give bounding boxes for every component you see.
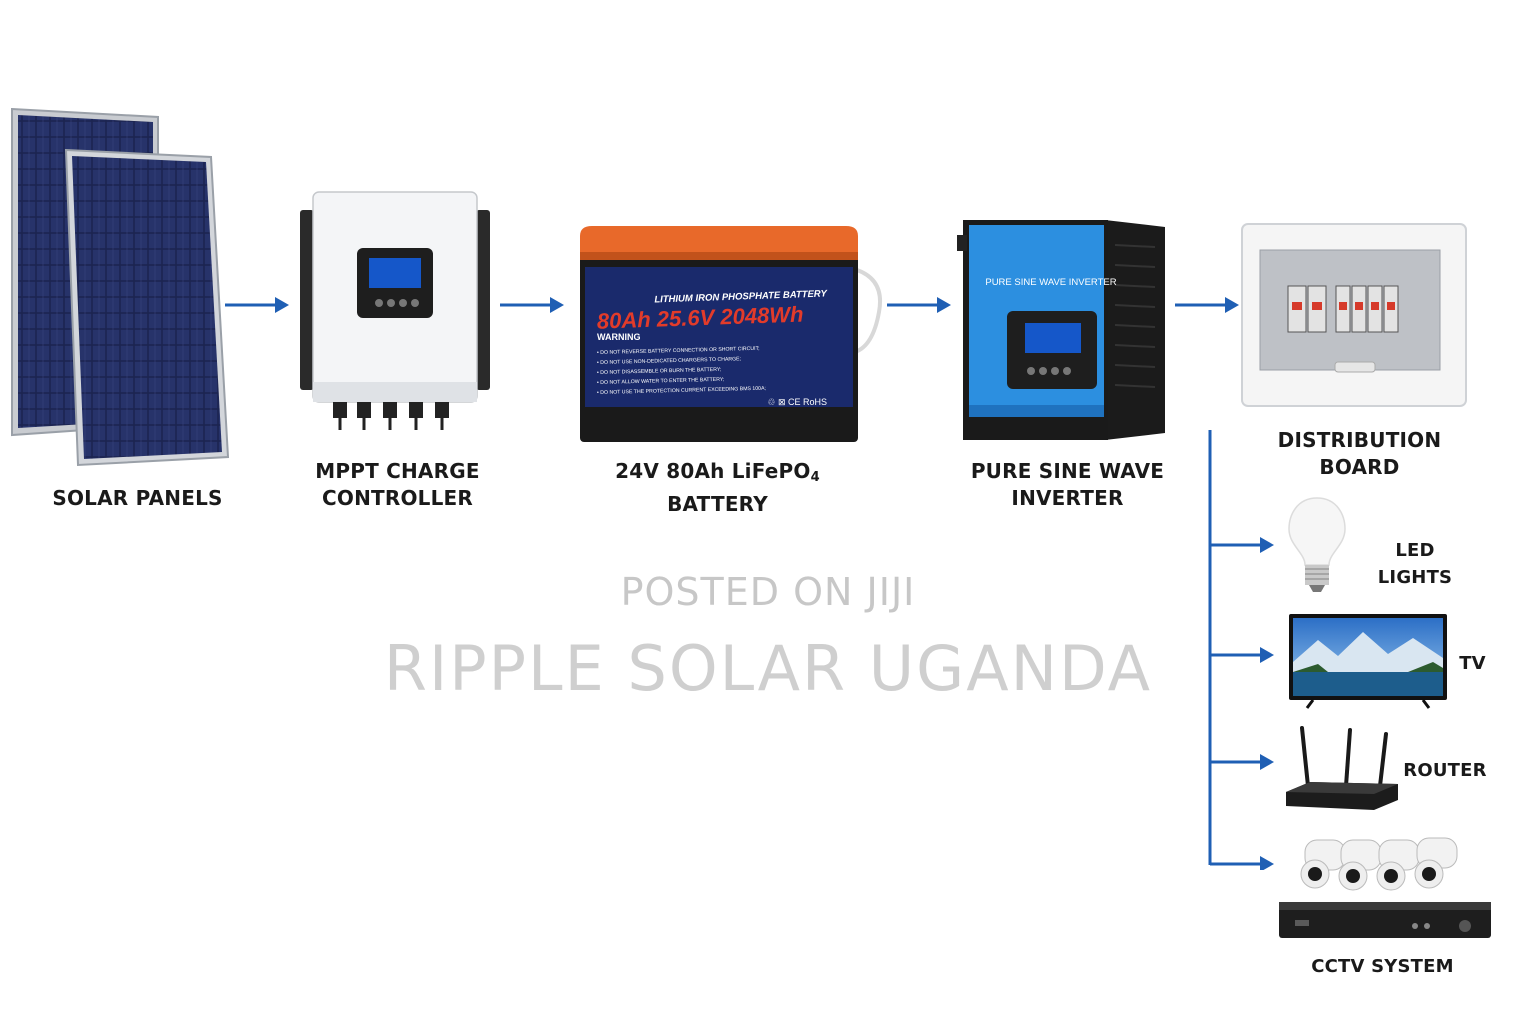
distribution-board-illustration	[1241, 223, 1467, 407]
watermark-posted-on: POSTED ON JIJI	[620, 570, 916, 614]
arrow-controller-to-battery	[500, 297, 564, 313]
inverter-label: PURE SINE WAVE INVERTER	[970, 459, 1165, 510]
solar-panels-label: SOLAR PANELS	[52, 486, 223, 510]
battery-label-line2: BATTERY	[667, 492, 768, 516]
router-icon	[1286, 726, 1398, 810]
cctv-system-icon	[1279, 837, 1491, 938]
battery-warning-title: WARNING	[597, 332, 641, 342]
led-bulb-icon	[1288, 497, 1346, 592]
load-label-router: ROUTER	[1403, 760, 1487, 781]
solar-panels-illustration	[11, 107, 230, 467]
arrow-battery-to-inverter	[887, 297, 951, 313]
load-label-tv: TV	[1459, 653, 1486, 674]
load-label-cctv-system: CCTV SYSTEM	[1311, 956, 1454, 977]
tv-icon	[1289, 614, 1447, 709]
arrow-panels-to-controller	[225, 297, 289, 313]
battery-warning-line-4: • DO NOT ALLOW WATER TO ENTER THE BATTER…	[597, 377, 725, 386]
battery-label: 24V 80Ah LiFePO4 BATTERY	[605, 458, 830, 518]
cctv-camera-2	[1338, 839, 1382, 891]
load-label-led-lights: LED LIGHTS	[1377, 540, 1453, 588]
battery-warning-line-2: • DO NOT USE NON-DEDICATED CHARGERS TO C…	[597, 356, 741, 366]
watermark-company: RIPPLE SOLAR UGANDA	[383, 632, 1153, 705]
cctv-camera-3	[1376, 839, 1420, 891]
battery-illustration: LITHIUM IRON PHOSPHATE BATTERY 80Ah 25.6…	[580, 226, 882, 442]
arrow-inverter-to-distribution	[1175, 297, 1239, 313]
inverter-panel-text: PURE SINE WAVE INVERTER	[985, 277, 1116, 288]
battery-cert-text: ♲ ⊠ CE RoHS	[767, 397, 827, 407]
battery-warning-line-3: • DO NOT DISASSEMBLE OR BURN THE BATTERY…	[597, 367, 722, 376]
distribution-board-label: DISTRIBUTION BOARD	[1277, 428, 1442, 479]
battery-warning-line-5: • DO NOT USE THE PROTECTION CURRENT EXCE…	[597, 386, 766, 396]
load-branch-lines	[1208, 430, 1274, 870]
solar-panel-front	[64, 148, 230, 467]
cctv-camera-4	[1414, 837, 1458, 889]
inverter-illustration: PURE SINE WAVE INVERTER	[957, 220, 1165, 440]
battery-label-subscript: 4	[810, 470, 820, 485]
cctv-camera-1	[1300, 839, 1346, 889]
charge-controller-illustration	[300, 191, 490, 430]
battery-warning-line-1: • DO NOT REVERSE BATTERY CONNECTION OR S…	[597, 346, 760, 356]
charge-controller-label: MPPT CHARGE CONTROLLER	[315, 459, 480, 510]
battery-label-line1: 24V 80Ah LiFePO	[615, 459, 811, 483]
